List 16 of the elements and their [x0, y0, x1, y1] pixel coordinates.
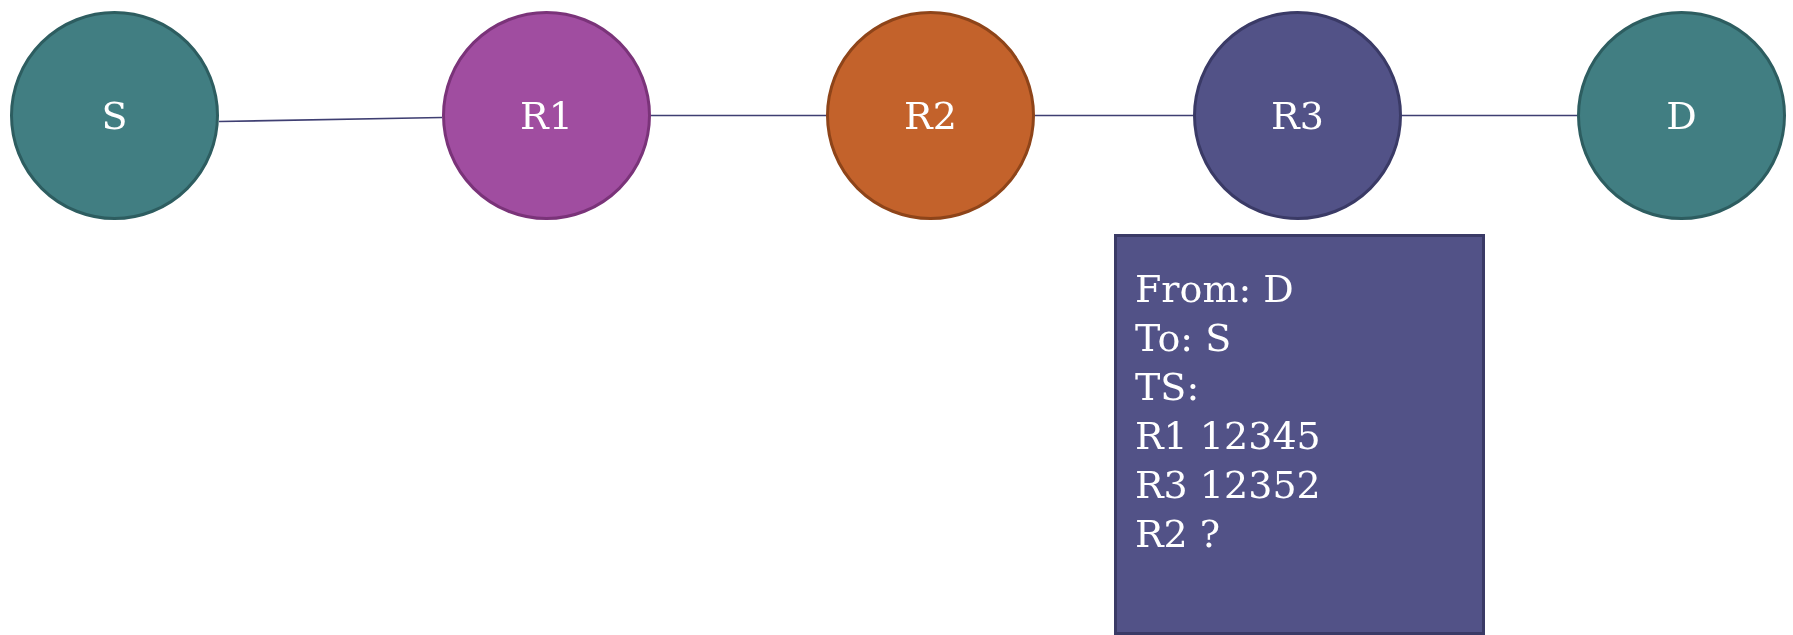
message-line: From: D [1135, 266, 1295, 313]
connector-line [1401, 114, 1578, 117]
message-line: R1 12345 [1135, 413, 1322, 460]
node-label: R1 [520, 93, 573, 138]
node-label: R2 [904, 93, 957, 138]
message-line: To: S [1135, 315, 1233, 362]
node-label: S [101, 93, 128, 138]
message-line: TS: [1135, 364, 1201, 411]
node-label: R3 [1271, 93, 1324, 138]
connector-line [218, 116, 443, 123]
message-card [1114, 234, 1485, 635]
connector-line [1034, 114, 1194, 117]
message-line: R2 ? [1135, 511, 1222, 558]
node-label: D [1666, 93, 1697, 138]
connector-line [650, 114, 827, 117]
message-line: R3 12352 [1135, 462, 1322, 509]
